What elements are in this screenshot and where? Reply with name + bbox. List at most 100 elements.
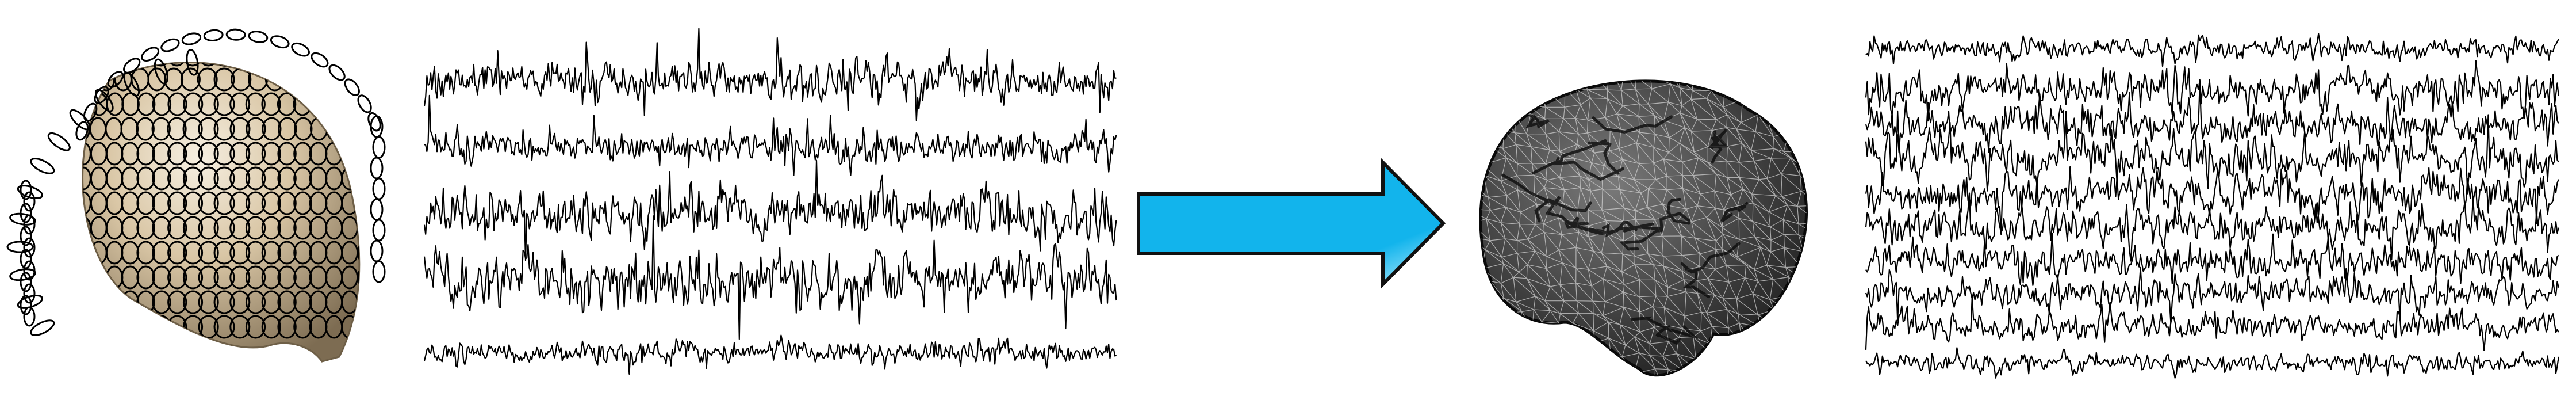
- sensor-signals-icon: [423, 28, 1117, 375]
- electrode-icon: [23, 191, 36, 212]
- electrode-icon: [213, 67, 235, 92]
- electrode-icon: [167, 62, 187, 67]
- electrode-icon: [293, 142, 312, 166]
- electrode-icon: [261, 142, 281, 166]
- source-trace: [1865, 33, 2559, 67]
- source-trace: [1865, 347, 2559, 379]
- electrode-icon: [246, 62, 266, 67]
- electrode-icon: [261, 241, 281, 265]
- electrode-icon: [137, 92, 156, 116]
- electrode-icon: [180, 67, 201, 92]
- electrode-icon: [198, 216, 219, 240]
- electrode-icon: [213, 315, 235, 339]
- electrode-icon: [82, 265, 91, 290]
- electrode-icon: [229, 216, 251, 240]
- electrode-icon: [120, 117, 139, 141]
- electrode-icon: [245, 241, 266, 265]
- electrode-icon: [60, 167, 75, 189]
- electrode-icon: [390, 242, 404, 264]
- electrode-icon: [324, 92, 343, 116]
- electrode-icon: [229, 290, 251, 314]
- electrode-icon: [277, 216, 297, 240]
- electrode-icon: [152, 92, 172, 116]
- electrode-icon: [277, 241, 297, 265]
- electrode-icon: [60, 266, 75, 288]
- electrode-icon: [167, 241, 187, 265]
- electrode-icon: [357, 290, 359, 314]
- electrode-icon: [357, 94, 372, 113]
- electrode-icon: [213, 92, 235, 116]
- electrode-icon: [213, 62, 235, 67]
- electrode-icon: [299, 67, 318, 92]
- electrode-icon: [167, 117, 187, 141]
- electrode-icon: [390, 167, 404, 189]
- electrode-icon: [370, 198, 384, 221]
- electrode-icon: [277, 265, 297, 290]
- electrode-icon: [245, 191, 266, 215]
- electrode-icon: [293, 166, 312, 191]
- electrode-icon: [82, 290, 91, 314]
- electrode-icon: [309, 92, 327, 116]
- source-signals-icon: [1865, 33, 2559, 379]
- electrode-icon: [183, 92, 204, 116]
- electrode-icon: [213, 191, 235, 215]
- electrode-icon: [45, 167, 59, 189]
- electrode-icon: [82, 315, 91, 339]
- electrode-icon: [390, 291, 404, 313]
- electrode-icon: [90, 315, 108, 339]
- electrode-icon: [198, 166, 219, 191]
- electrode-icon: [390, 316, 404, 338]
- electrode-icon: [374, 291, 388, 313]
- electrode-icon: [198, 92, 219, 116]
- electrode-icon: [90, 265, 108, 290]
- electrode-icon: [370, 239, 384, 262]
- electrode-icon: [94, 86, 109, 104]
- electrode-icon: [20, 203, 32, 223]
- electrode-icon: [357, 241, 359, 265]
- electrode-icon: [154, 58, 168, 85]
- source-trace: [1865, 232, 2559, 286]
- electrode-icon: [136, 191, 155, 215]
- electrode-icon: [370, 157, 384, 180]
- electrode-icon: [83, 102, 98, 122]
- sensor-trace: [423, 334, 1117, 375]
- electrode-icon: [229, 166, 251, 191]
- electrode-icon: [152, 142, 171, 166]
- electrode-icon: [136, 166, 155, 191]
- electrode-icon: [213, 117, 235, 141]
- electrode-icon: [261, 216, 281, 240]
- electrode-icon: [167, 92, 187, 116]
- electrode-icon: [277, 92, 297, 116]
- electrode-icon: [229, 142, 251, 166]
- electrode-icon: [277, 142, 297, 166]
- electrode-icon: [372, 136, 386, 159]
- electrode-icon: [342, 117, 359, 141]
- electrode-icon: [30, 158, 55, 174]
- source-trace: [1865, 266, 2559, 324]
- electrode-icon: [213, 290, 235, 314]
- electrode-icon: [136, 265, 155, 290]
- electrode-icon: [23, 237, 36, 258]
- electrode-icon: [167, 290, 187, 314]
- electrode-icon: [151, 62, 171, 67]
- electrode-icon: [344, 78, 360, 96]
- electrode-icon: [198, 117, 219, 141]
- electrode-icon: [23, 283, 36, 304]
- electrode-icon: [20, 180, 32, 200]
- electrode-icon: [182, 216, 204, 240]
- electrode-icon: [245, 216, 266, 240]
- electrode-icon: [229, 117, 251, 141]
- electrode-icon: [69, 109, 91, 131]
- electrode-icon: [310, 52, 329, 68]
- electrode-icon: [152, 290, 171, 314]
- electrode-icon: [186, 49, 199, 76]
- electrode-icon: [30, 319, 55, 336]
- electrode-icon: [374, 266, 388, 288]
- electrode-icon: [121, 191, 140, 215]
- electrode-icon: [60, 192, 75, 214]
- electrode-icon: [136, 241, 155, 265]
- sensor-trace: [423, 159, 1117, 261]
- electrode-icon: [367, 112, 381, 132]
- electrode-icon: [198, 241, 219, 265]
